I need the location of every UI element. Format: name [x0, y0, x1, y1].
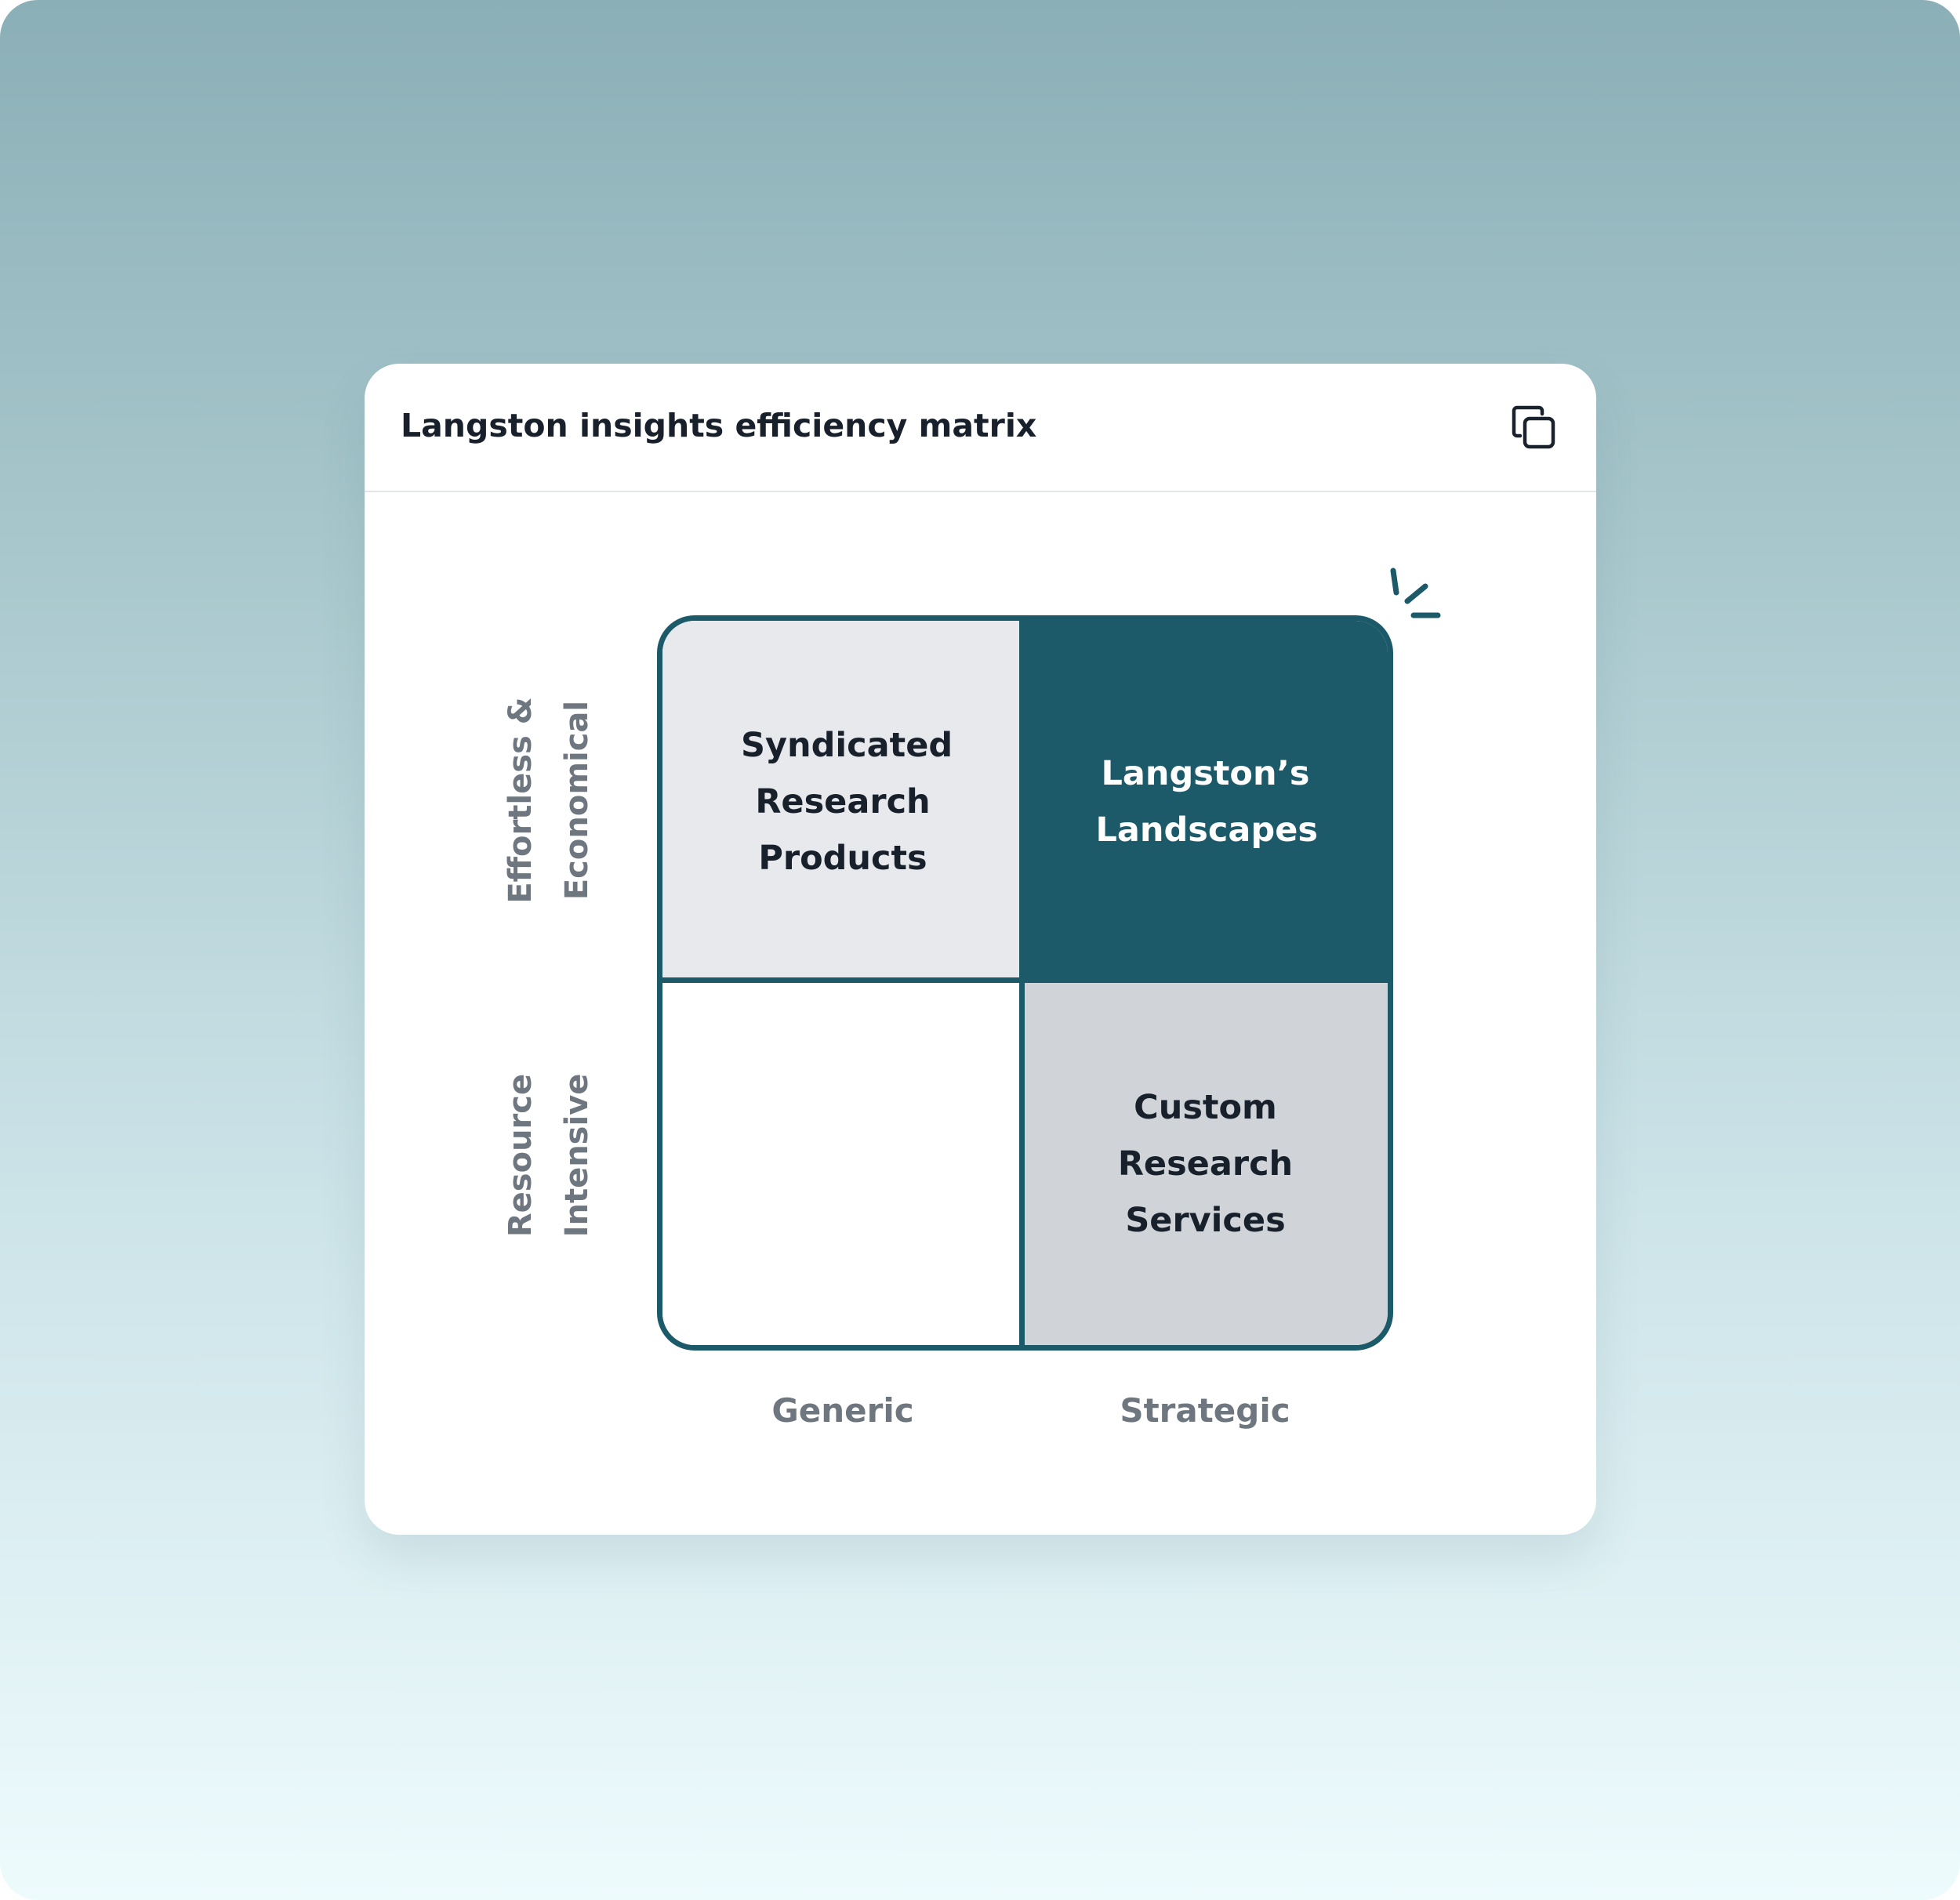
- cell-label-top-left: Syndicated Research Products: [741, 725, 953, 878]
- matrix-divider-vertical: [1019, 621, 1025, 1345]
- y-axis-label-bottom-text: Resource Intensive: [503, 1073, 595, 1238]
- x-axis-label-right: Strategic: [1120, 1391, 1290, 1430]
- card-title: Langston insights efficiency matrix: [401, 407, 1037, 444]
- cell-label-top-right: Langston’s Landscapes: [1095, 753, 1318, 850]
- copy-button[interactable]: [1509, 403, 1558, 451]
- efficiency-matrix: Syndicated Research Products Langston’s …: [657, 615, 1393, 1351]
- matrix-cell-bottom-left: [662, 982, 1023, 1345]
- matrix-cell-bottom-right: Custom Research Services: [1023, 982, 1388, 1345]
- matrix-cell-top-left: Syndicated Research Products: [662, 621, 1023, 982]
- y-axis-label-top: Effortless & Economical: [490, 675, 608, 926]
- copy-icon: [1512, 405, 1555, 449]
- cell-label-bottom-right: Custom Research Services: [1117, 1087, 1294, 1240]
- y-axis-label-top-text: Effortless & Economical: [503, 697, 595, 904]
- x-axis-label-left: Generic: [771, 1391, 914, 1430]
- card-header: Langston insights efficiency matrix: [365, 364, 1596, 492]
- matrix-divider-horizontal: [662, 977, 1388, 983]
- matrix-cell-top-right: Langston’s Landscapes: [1023, 621, 1388, 982]
- sparkle-icon: [1390, 567, 1441, 618]
- y-axis-label-bottom: Resource Intensive: [490, 1030, 608, 1281]
